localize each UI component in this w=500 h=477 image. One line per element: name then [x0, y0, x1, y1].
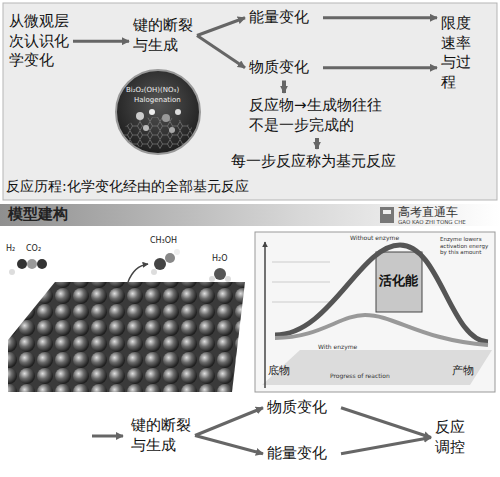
flow-arrow	[282, 81, 286, 94]
text-node: 从微观层次认识化学变化	[6, 10, 72, 73]
flow-arrow	[197, 18, 245, 36]
floor-plane	[262, 350, 492, 385]
atom	[174, 249, 180, 255]
node-text: 键的断裂与生成	[131, 416, 191, 455]
catalyst-surface-picture	[8, 249, 245, 392]
atom	[169, 127, 175, 133]
catalyst-circle-picture	[116, 70, 200, 154]
annotation-label: With enzyme	[318, 343, 357, 350]
atom	[37, 259, 47, 269]
logo-mark	[383, 210, 391, 214]
energy-axis	[264, 242, 266, 388]
uncatalysed-curve	[275, 245, 488, 342]
flow-arrow	[315, 138, 319, 149]
picture-disc	[116, 70, 200, 154]
flow-arrow	[341, 408, 431, 438]
annotation-label: 底物	[268, 364, 290, 377]
node-text: 每一步反应称为基元反应	[231, 152, 405, 172]
annotation-label: Enzyme lowers activation energy by this …	[440, 236, 490, 256]
text-node: 反应物→生成物往往不是一步完成的	[246, 94, 388, 137]
atom	[209, 276, 215, 282]
metal-surface	[8, 282, 245, 392]
annotation-label: 活化能	[379, 273, 418, 289]
section-banner	[0, 204, 500, 226]
node-text: 能量变化	[249, 8, 319, 28]
node-text: 限度速率与过程	[441, 14, 473, 92]
atom	[151, 269, 157, 275]
annotation-label: 高考直通车	[398, 205, 458, 219]
annotation-label: 产物	[452, 364, 474, 377]
top-panel	[3, 3, 497, 200]
annotation-label: CO₂	[26, 244, 41, 254]
entry-arrow	[92, 435, 123, 438]
activation-energy-box	[376, 252, 422, 312]
annotation-label: GAO KAO ZHI TONG CHE	[398, 219, 466, 226]
atom	[27, 259, 37, 269]
grid-line	[272, 262, 330, 263]
flow-arrow	[323, 16, 437, 19]
flow-arrow	[323, 66, 437, 69]
graphene-sheet	[122, 117, 194, 149]
node-text: 键的断裂与生成	[133, 16, 193, 55]
atom	[162, 114, 170, 122]
grid-line	[272, 282, 330, 283]
logo-icon	[380, 207, 394, 223]
atom	[9, 269, 15, 275]
text-node: 物质变化	[246, 56, 322, 80]
node-text: 反应物→生成物往往不是一步完成的	[249, 96, 385, 135]
node-text: 物质变化	[249, 58, 319, 78]
text-node: 反应调控	[432, 416, 470, 459]
flow-arrow	[195, 408, 263, 436]
text-node: 键的断裂与生成	[130, 14, 196, 57]
annotation-label: 模型建构	[8, 205, 68, 223]
node-text: 能量变化	[267, 444, 337, 464]
atom	[175, 109, 181, 115]
node-text: 从微观层次认识化学变化	[9, 12, 69, 71]
text-node: 物质变化	[264, 396, 340, 420]
atom	[214, 268, 226, 280]
annotation-label: Halogenation	[134, 96, 181, 104]
energy-diagram-picture	[255, 232, 495, 392]
flow-arrow	[73, 40, 129, 43]
node-text: 反应调控	[435, 418, 467, 457]
annotation-label: H₂O	[212, 254, 228, 264]
logo-box	[380, 207, 394, 223]
text-node: 能量变化	[264, 442, 340, 466]
atom	[149, 109, 155, 115]
flow-arrow	[197, 36, 245, 68]
text-node: 键的断裂与生成	[128, 414, 194, 457]
annotation-label: Progress of reaction	[330, 372, 390, 379]
text-node: 能量变化	[246, 6, 322, 30]
grid-line	[272, 302, 330, 303]
catalysed-curve	[275, 315, 488, 345]
annotation-label: 反应历程:化学变化经由的全部基元反应	[6, 178, 249, 195]
atom	[143, 125, 149, 131]
annotation-label: H₂	[6, 244, 15, 254]
atom	[165, 253, 175, 263]
annotation-label: CH₃OH	[150, 236, 177, 246]
annotation-label: Bi₂O₂(OH)(NO₃)	[126, 86, 179, 94]
atom	[136, 112, 144, 120]
atom	[17, 259, 27, 269]
text-node: 限度速率与过程	[438, 12, 476, 94]
node-text: 物质变化	[267, 398, 337, 418]
atom	[225, 276, 231, 282]
flow-arrow	[341, 438, 431, 454]
text-node: 每一步反应称为基元反应	[228, 150, 408, 174]
flow-arrow	[195, 436, 263, 454]
desorption-arrow	[128, 264, 148, 282]
atom	[154, 258, 166, 270]
annotation-label: Without enzyme	[350, 234, 399, 241]
picture-frame	[255, 232, 495, 392]
